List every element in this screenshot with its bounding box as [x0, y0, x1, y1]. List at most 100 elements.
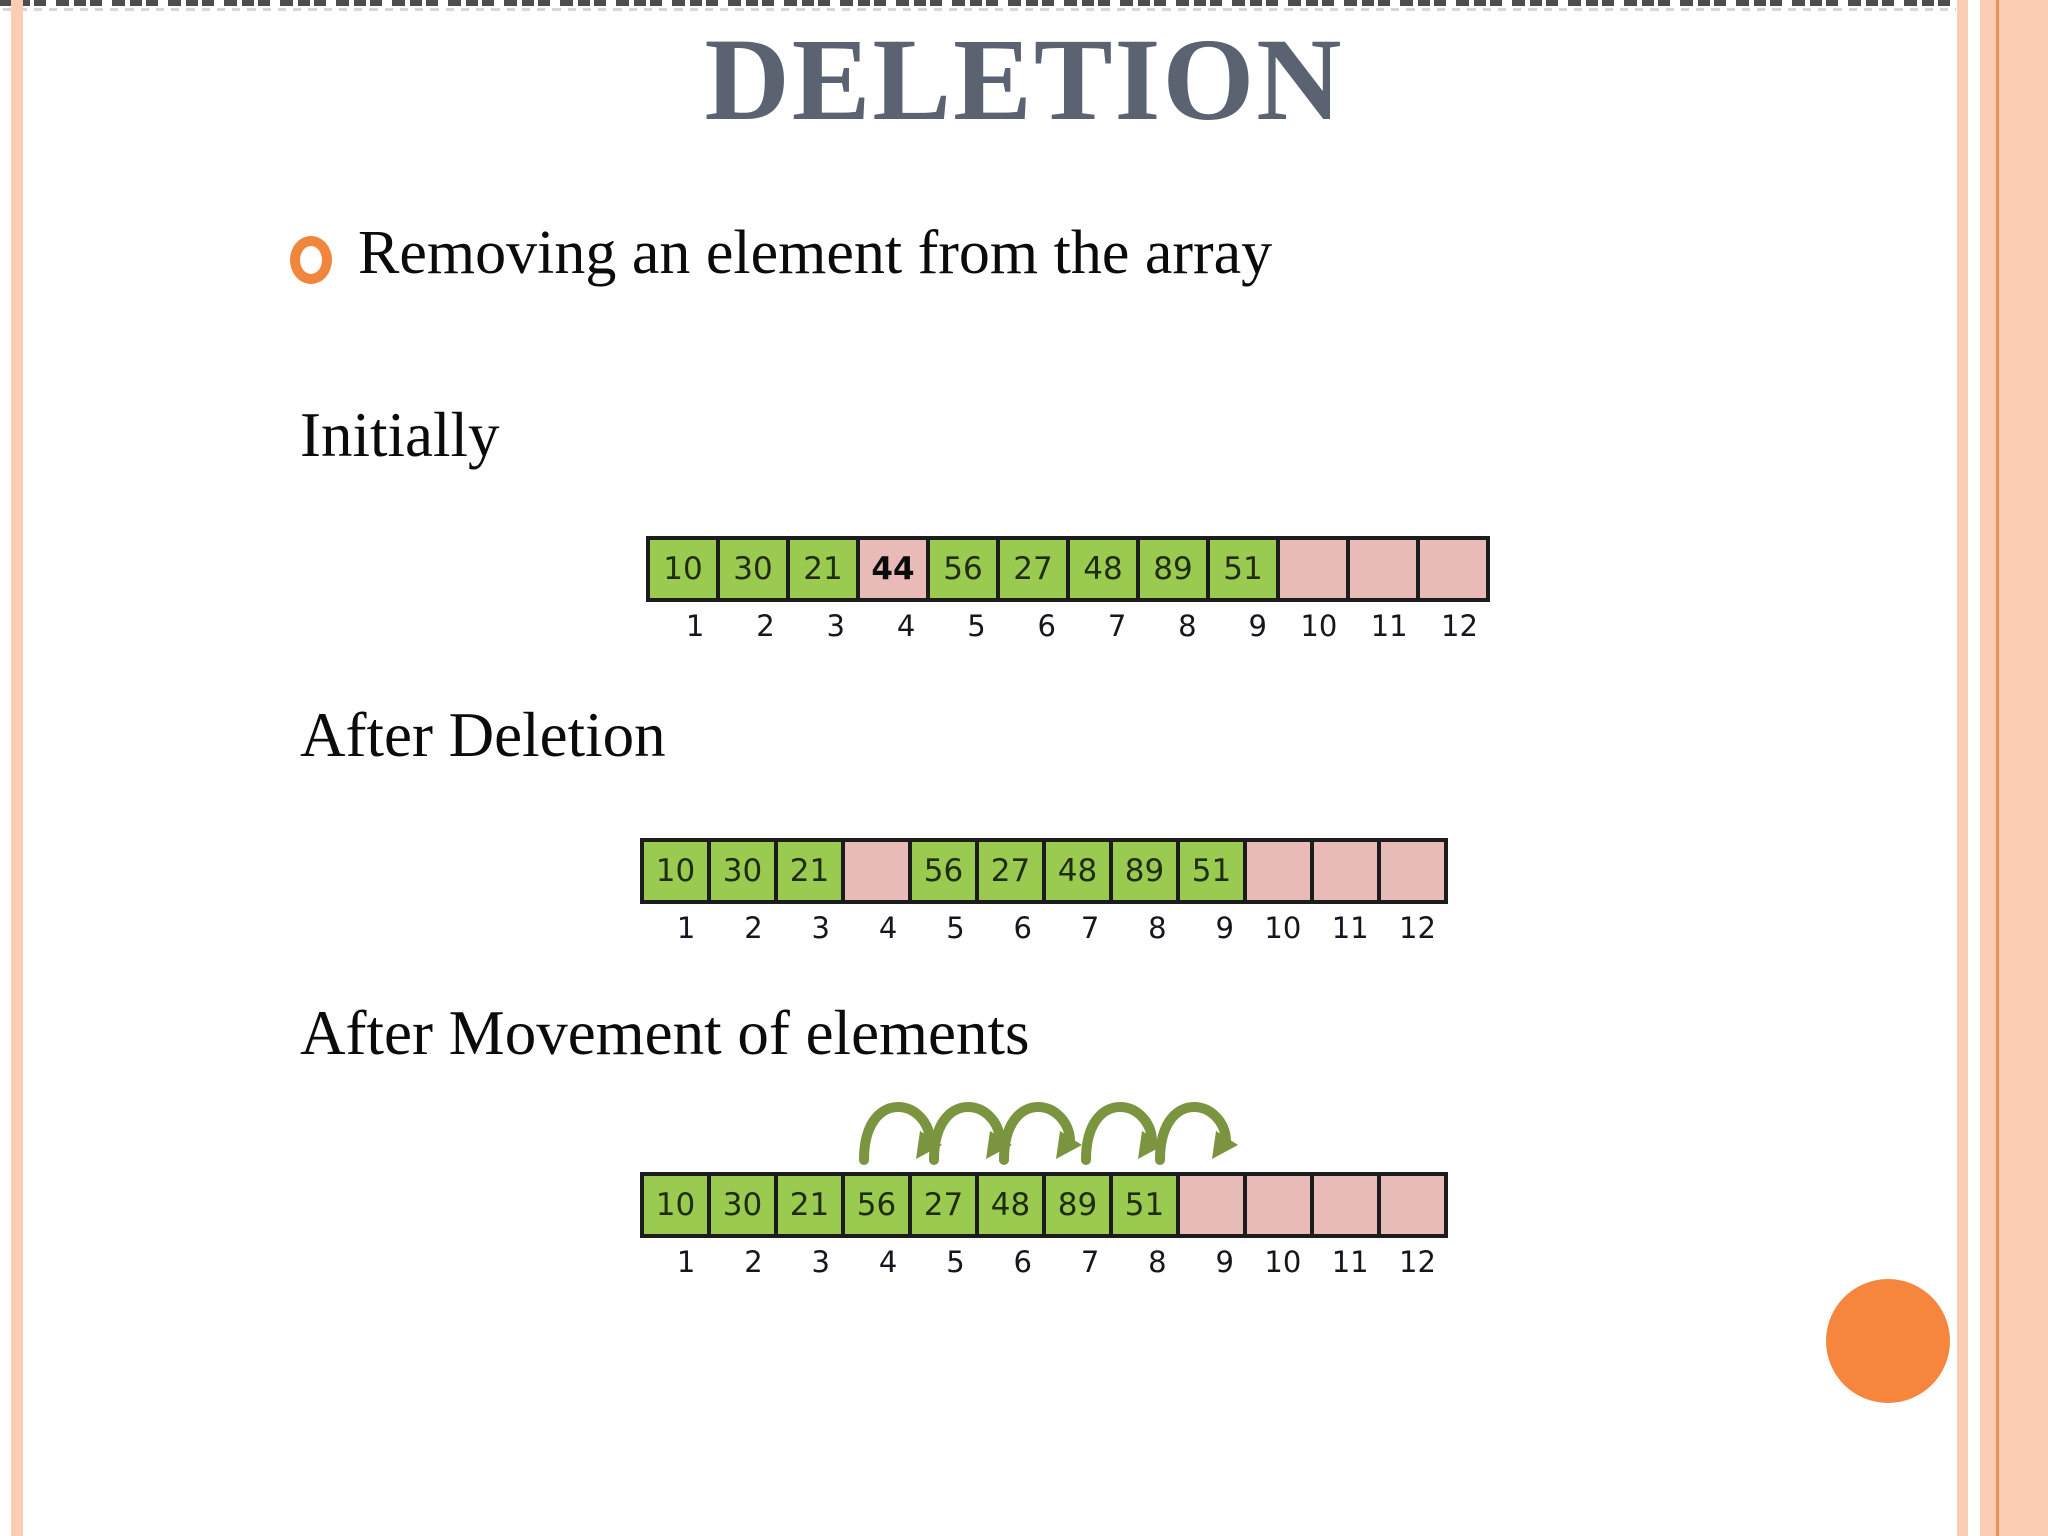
- index-label: 4: [896, 609, 916, 643]
- array-cell: 44: [856, 536, 930, 602]
- index-label: 6: [1037, 609, 1056, 643]
- index-label: 11: [1331, 911, 1369, 945]
- section-label-after-movement: After Movement of elements: [300, 998, 1030, 1068]
- array-cell: [1416, 536, 1490, 602]
- cell-value: 27: [1013, 551, 1053, 587]
- index-label: 7: [1080, 911, 1100, 945]
- array-cell: 21: [774, 838, 845, 904]
- slide-title: DELETION: [704, 14, 1344, 145]
- array-cell: 56: [908, 838, 979, 904]
- cell-value: 56: [943, 551, 983, 587]
- cell-value: 10: [663, 551, 703, 587]
- section-label-after-deletion: After Deletion: [300, 700, 666, 770]
- index-label: 2: [744, 1245, 763, 1279]
- cell-value: 48: [1083, 551, 1123, 587]
- array-cell: 10: [640, 838, 711, 904]
- index-label: 8: [1148, 1245, 1167, 1279]
- array-cell: 10: [646, 536, 720, 602]
- array-cell: 51: [1109, 1172, 1180, 1238]
- index-label: 8: [1148, 911, 1167, 945]
- index-label: 12: [1399, 1245, 1436, 1279]
- index-label: 10: [1264, 1245, 1302, 1279]
- movement-arc-icon: [999, 1101, 1082, 1165]
- right-border-stripe-thin: [1957, 0, 1968, 1536]
- accent-circle: [1826, 1279, 1950, 1403]
- array-cell: [1176, 1172, 1247, 1238]
- array-cell: 27: [908, 1172, 979, 1238]
- array-cell: 89: [1109, 838, 1180, 904]
- right-border-accent-line: [1996, 0, 1999, 1536]
- array-cell: 56: [841, 1172, 912, 1238]
- cell-value: 21: [789, 1187, 830, 1223]
- index-label: 4: [878, 911, 898, 945]
- array-cell: 48: [975, 1172, 1046, 1238]
- index-label: 12: [1399, 911, 1436, 945]
- array-cell: 30: [716, 536, 790, 602]
- cell-value: 21: [803, 551, 843, 587]
- index-label: 10: [1300, 609, 1338, 643]
- array-cell: 30: [707, 1172, 778, 1238]
- cell-value: 89: [1153, 551, 1193, 587]
- index-label: 5: [946, 1245, 965, 1279]
- array-cell: [1310, 1172, 1381, 1238]
- array-cell: 30: [707, 838, 778, 904]
- array-cell: 51: [1176, 838, 1247, 904]
- left-border-stripe: [11, 0, 23, 1536]
- movement-arc-icon: [859, 1101, 942, 1165]
- array-cell: 48: [1042, 838, 1113, 904]
- index-label: 4: [878, 1245, 898, 1279]
- array-cell: [841, 838, 912, 904]
- index-label: 2: [756, 609, 775, 643]
- cell-value: 10: [655, 1187, 696, 1223]
- array-cell: 21: [774, 1172, 845, 1238]
- bullet-icon: [290, 236, 332, 284]
- cell-value: 30: [722, 1187, 763, 1223]
- array-cell: [1377, 1172, 1448, 1238]
- movement-arc-icon: [929, 1101, 1012, 1165]
- index-label: 1: [676, 1245, 696, 1279]
- array-cell: [1243, 838, 1314, 904]
- cell-value: 30: [722, 853, 763, 889]
- cell-value: 89: [1057, 1187, 1098, 1223]
- movement-arc-icon: [1155, 1101, 1238, 1165]
- array-cell: 10: [640, 1172, 711, 1238]
- index-label: 7: [1107, 609, 1127, 643]
- array-cell: 89: [1042, 1172, 1113, 1238]
- index-label: 1: [676, 911, 696, 945]
- index-label: 3: [826, 609, 845, 643]
- index-label: 3: [811, 911, 830, 945]
- index-label: 5: [946, 911, 965, 945]
- bullet-text: Removing an element from the array: [358, 219, 1273, 287]
- index-label: 6: [1013, 911, 1032, 945]
- cell-value: 48: [990, 1187, 1031, 1223]
- movement-arc-icon: [1081, 1101, 1164, 1165]
- cell-value: 44: [871, 551, 915, 587]
- array-cell: 89: [1136, 536, 1210, 602]
- array-cell: 56: [926, 536, 1000, 602]
- cell-value: 56: [923, 853, 964, 889]
- cell-value: 51: [1191, 853, 1232, 889]
- cell-value: 21: [789, 853, 830, 889]
- cell-value: 56: [856, 1187, 897, 1223]
- array-cell: 27: [975, 838, 1046, 904]
- cell-value: 27: [990, 853, 1031, 889]
- index-label: 6: [1013, 1245, 1032, 1279]
- index-label: 1: [685, 609, 705, 643]
- index-label: 9: [1215, 1245, 1234, 1279]
- array-cell: 48: [1066, 536, 1140, 602]
- cell-value: 30: [733, 551, 773, 587]
- array-cell: [1377, 838, 1448, 904]
- array-cell: 21: [786, 536, 860, 602]
- movement-arcs: [856, 1100, 1240, 1170]
- section-label-initially: Initially: [300, 400, 500, 470]
- index-label: 3: [811, 1245, 830, 1279]
- index-label: 10: [1264, 911, 1302, 945]
- index-label: 8: [1178, 609, 1197, 643]
- array-cell: 27: [996, 536, 1070, 602]
- cell-value: 51: [1124, 1187, 1165, 1223]
